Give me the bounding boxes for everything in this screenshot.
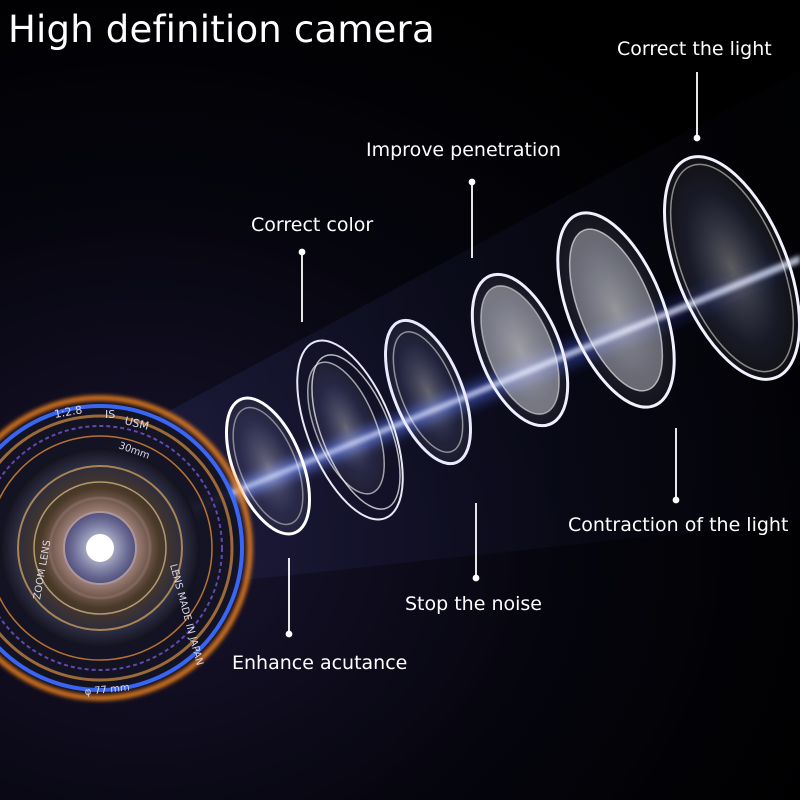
lens-marking-usm: USM <box>123 414 150 433</box>
callout-lines <box>285 72 701 638</box>
camera-lens <box>0 395 253 701</box>
label-correct-color: Correct color <box>251 214 374 236</box>
page-title: High definition camera <box>8 8 435 51</box>
lens-element-stop-noise <box>384 318 472 466</box>
label-stop-the-noise: Stop the noise <box>405 593 542 615</box>
lens-marking-diameter: φ 77 mm <box>84 682 130 698</box>
lens-marking-is: IS <box>105 408 115 421</box>
lens-element-correct-color <box>296 339 404 521</box>
label-contraction-of-the-light: Contraction of the light <box>568 514 789 536</box>
lens-element-improve-penetration <box>470 272 570 428</box>
lens-marking-aperture: 1:2.8 <box>53 403 83 421</box>
label-enhance-acutance: Enhance acutance <box>232 652 408 674</box>
lens-element-enhance-acutance <box>225 396 311 536</box>
label-correct-the-light: Correct the light <box>617 38 772 60</box>
lens-element-correct-light <box>663 155 800 381</box>
lens-element-contraction <box>556 211 676 409</box>
label-improve-penetration: Improve penetration <box>366 139 561 161</box>
